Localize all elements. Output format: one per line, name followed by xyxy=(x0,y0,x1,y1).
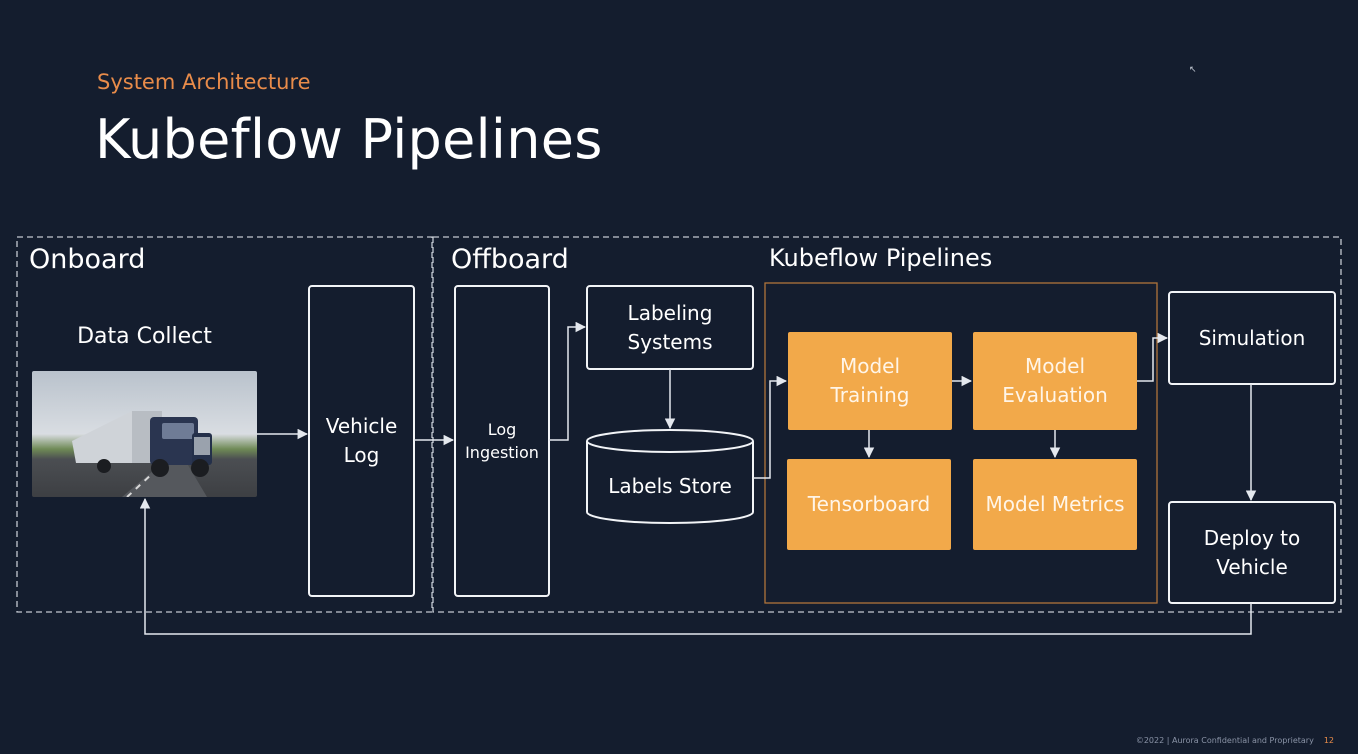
onboard-frame xyxy=(16,236,433,613)
model-training-box xyxy=(788,332,952,430)
deploy-box xyxy=(1168,501,1336,604)
model-evaluation-box xyxy=(973,332,1137,430)
footer: ©2022 | Aurora Confidential and Propriet… xyxy=(1136,736,1334,745)
labels-store-cylinder xyxy=(586,429,754,524)
simulation-label: Simulation xyxy=(1198,325,1306,350)
kubeflow-frame xyxy=(764,282,1158,604)
model-evaluation-label: Model Evaluation xyxy=(1002,354,1108,407)
deploy-label: Deploy to Vehicle xyxy=(1203,525,1301,579)
simulation-box xyxy=(1168,291,1336,385)
vehicle-log-box xyxy=(308,285,415,597)
log-ingestion-label: Log Ingestion xyxy=(465,419,539,462)
section-onboard: Onboard xyxy=(29,244,146,275)
tensorboard-box xyxy=(787,459,951,550)
arrow-deploy-to-vehicle xyxy=(139,497,1252,635)
tensorboard-label: Tensorboard xyxy=(807,492,931,516)
model-training-label: Model Training xyxy=(830,354,910,407)
model-metrics-box xyxy=(973,459,1137,550)
page-title: Kubeflow Pipelines xyxy=(95,108,603,171)
page-number: 12 xyxy=(1323,736,1334,745)
truck-illustration xyxy=(72,411,212,497)
vehicle-log-label: Vehicle Log xyxy=(325,414,398,467)
data-collect-label: Data Collect xyxy=(77,324,212,350)
arrow-evaluation-to-simulation xyxy=(1137,332,1169,382)
labeling-systems-label: Labeling Systems xyxy=(627,300,713,354)
log-ingestion-box xyxy=(454,285,550,597)
offboard-frame xyxy=(432,236,1342,613)
arrow-store-to-training xyxy=(753,375,788,479)
section-kubeflow: Kubeflow Pipelines xyxy=(769,244,993,272)
cursor-arrow-icon: ↖ xyxy=(1189,65,1197,75)
footer-copyright: ©2022 | Aurora Confidential and Propriet… xyxy=(1135,736,1314,745)
eyebrow-title: System Architecture xyxy=(97,70,311,94)
arrow-ingestion-to-labeling xyxy=(549,321,587,441)
section-offboard: Offboard xyxy=(451,244,569,275)
truck-photo xyxy=(32,371,257,497)
labels-store-label: Labels Store xyxy=(608,473,732,498)
model-metrics-label: Model Metrics xyxy=(985,492,1125,516)
